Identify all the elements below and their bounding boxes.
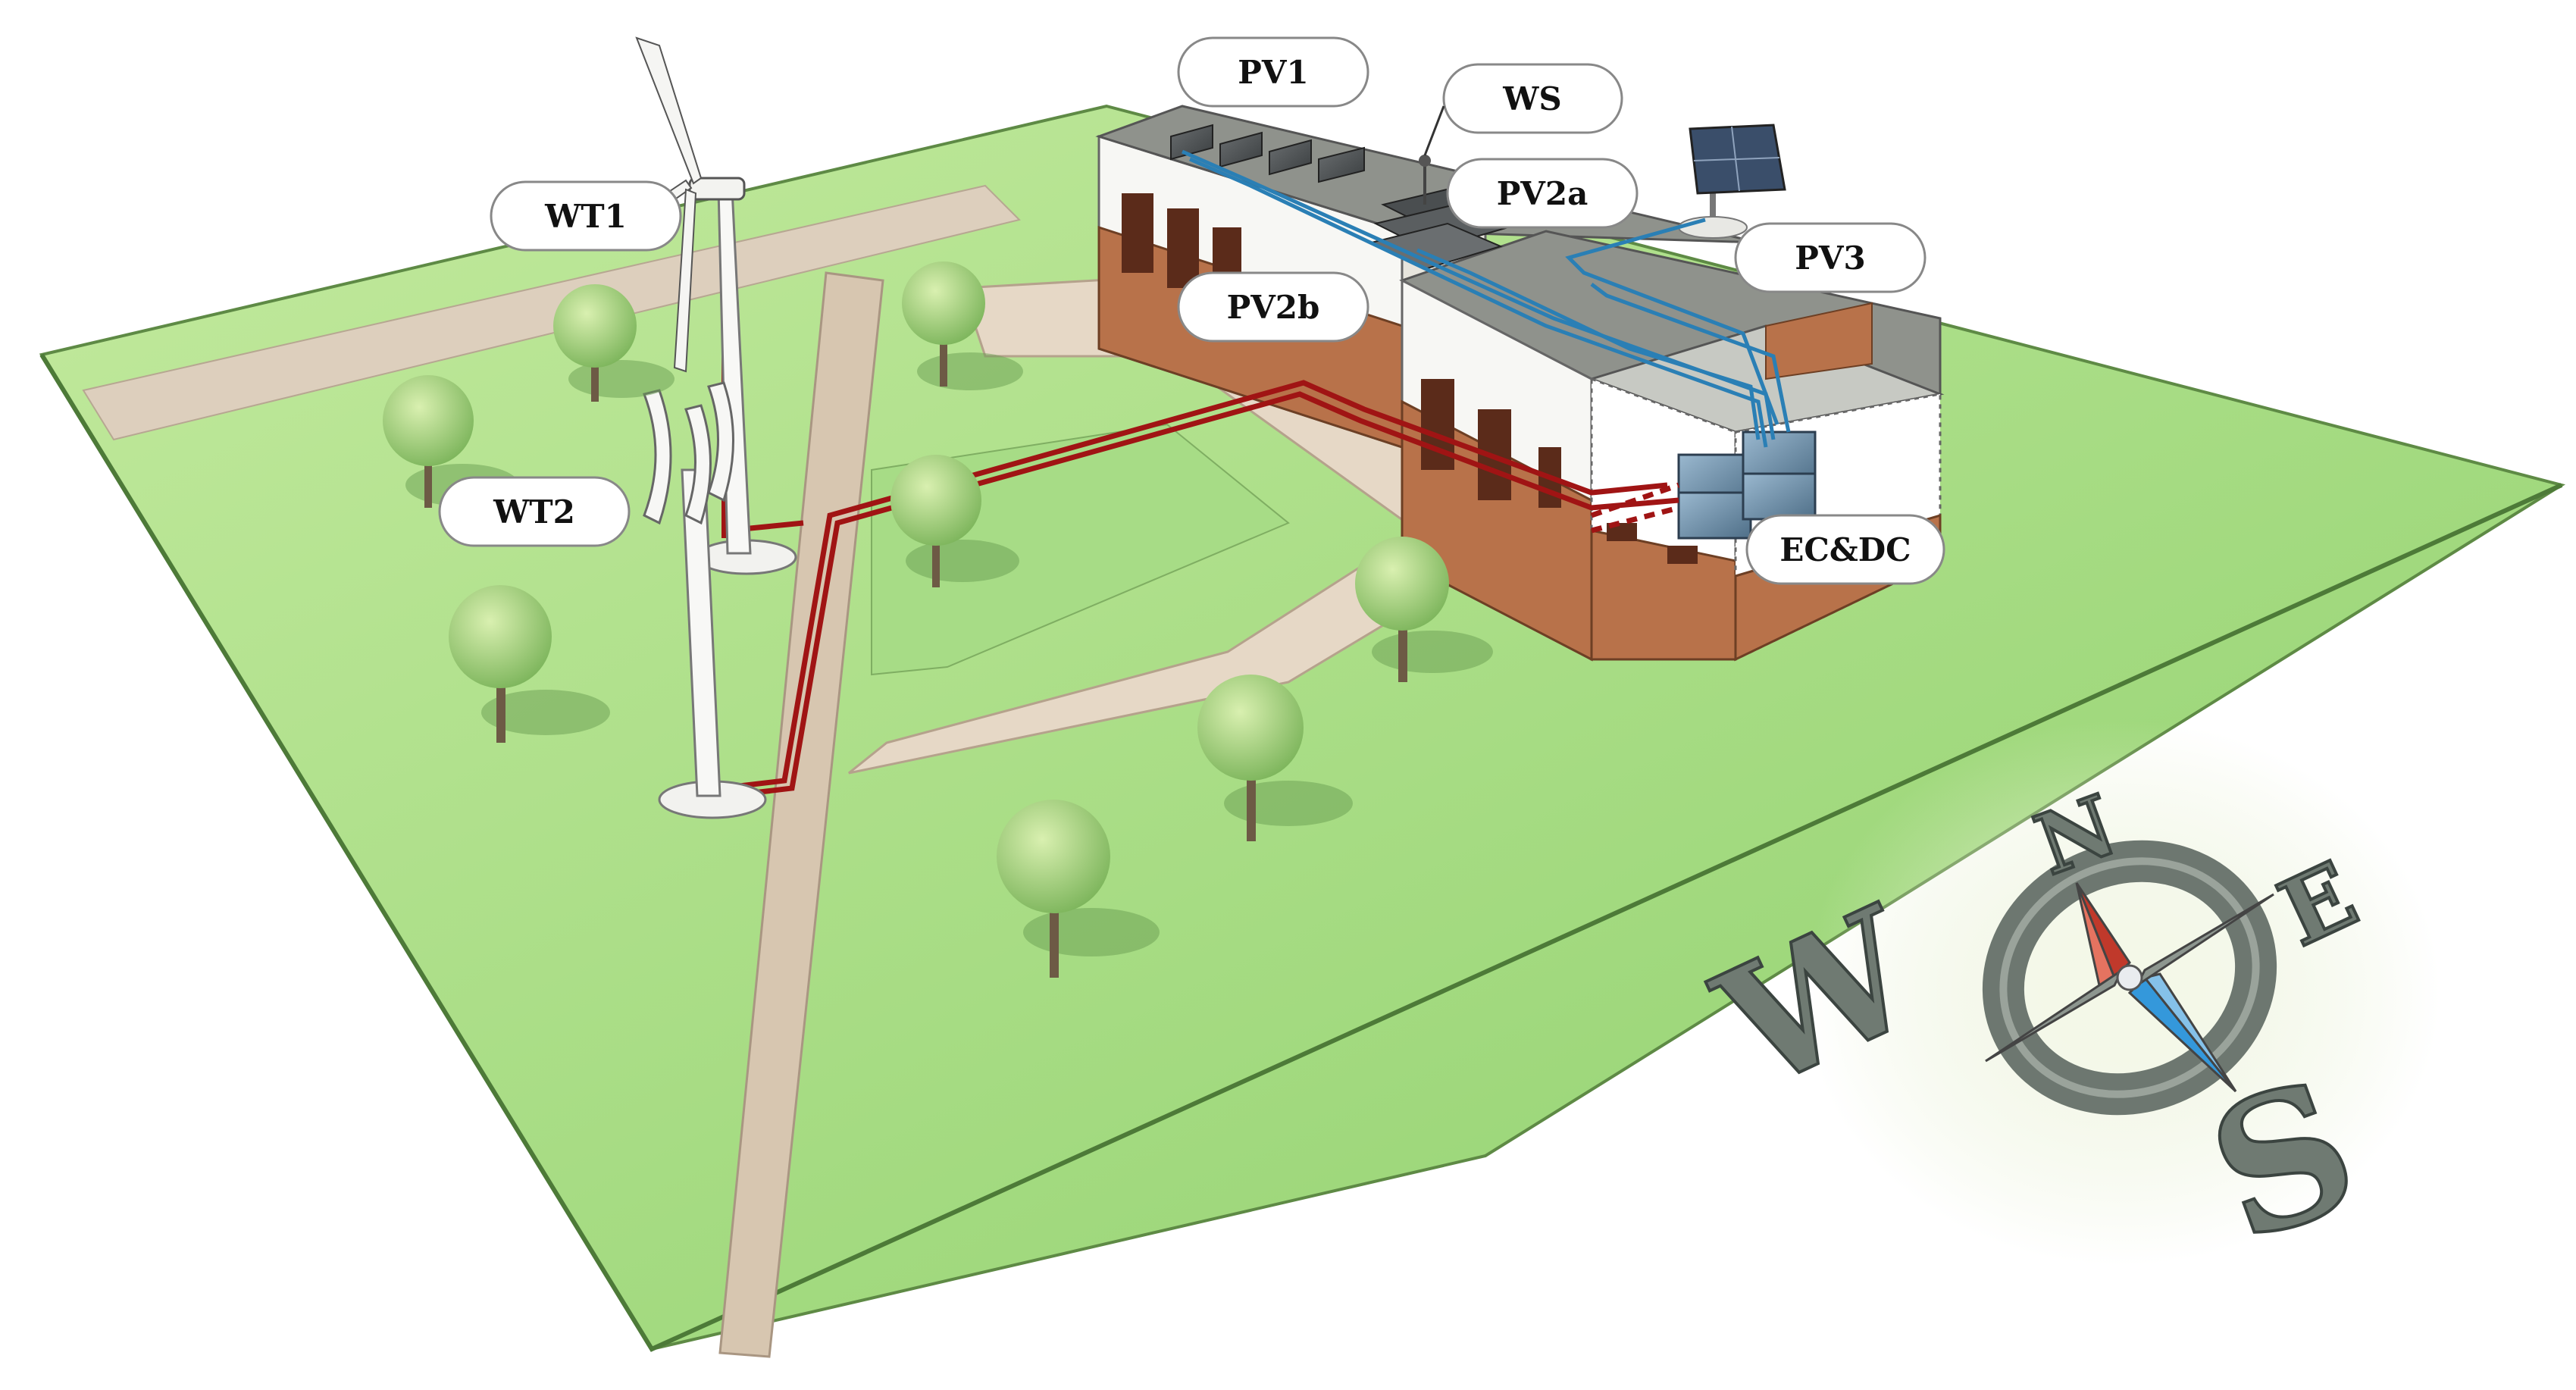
label-wt1: WT1 (491, 182, 681, 250)
label-pv2b: PV2b (1178, 273, 1368, 341)
label-ws: WS (1425, 64, 1622, 155)
svg-text:PV3: PV3 (1795, 239, 1865, 277)
blade-1 (637, 38, 701, 183)
svg-text:WT2: WT2 (493, 493, 575, 531)
svg-text:PV2a: PV2a (1497, 175, 1588, 212)
svg-text:EC&DC: EC&DC (1779, 531, 1911, 568)
label-wt2: WT2 (440, 477, 629, 546)
svg-text:WT1: WT1 (544, 198, 627, 235)
svg-text:WS: WS (1502, 80, 1562, 117)
label-pv1: PV1 (1178, 38, 1368, 106)
svg-text:PV1: PV1 (1238, 54, 1308, 91)
svg-text:PV2b: PV2b (1227, 289, 1320, 326)
label-pv3: PV3 (1736, 224, 1925, 292)
compass-hub (2117, 966, 2142, 990)
label-ecdc: EC&DC (1747, 515, 1944, 584)
label-pv2a: PV2a (1448, 159, 1637, 227)
